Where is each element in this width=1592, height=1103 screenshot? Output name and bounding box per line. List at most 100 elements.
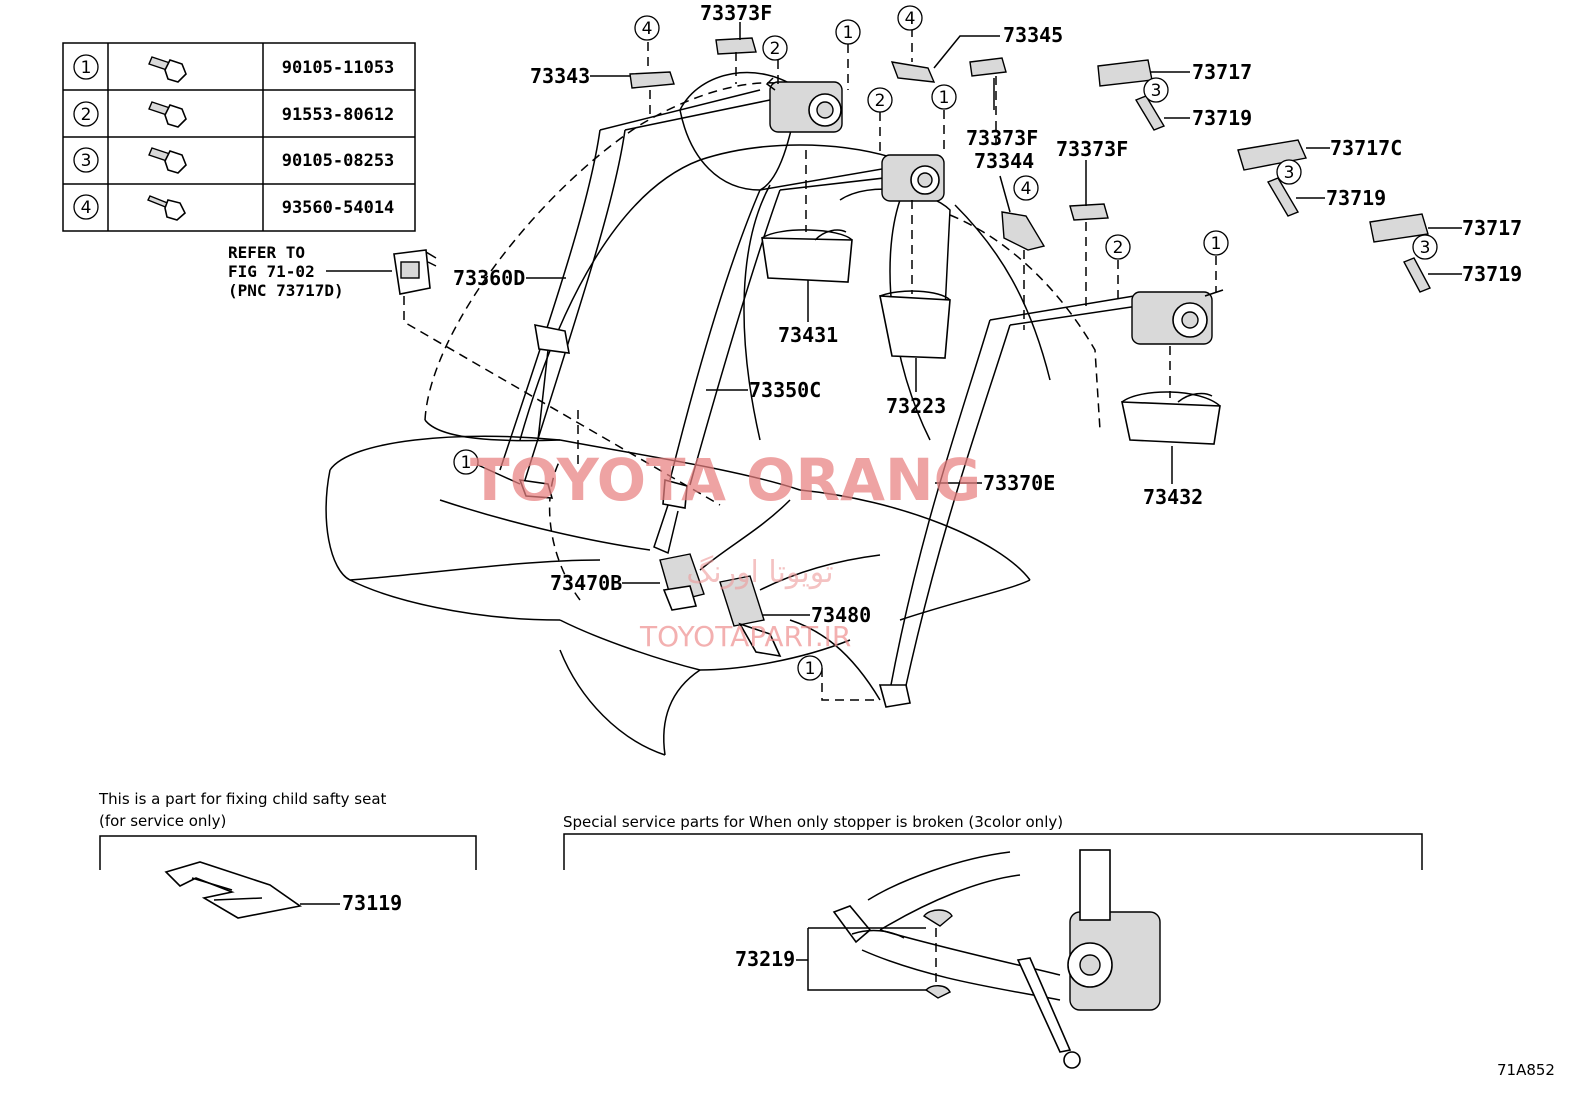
callout-1: 1: [931, 84, 957, 110]
label-73431: 73431: [778, 323, 838, 347]
callout-4: 4: [634, 15, 660, 41]
dashed-leaders: [577, 28, 1217, 701]
stopper-note: Special service parts for When only stop…: [563, 813, 1063, 831]
label-73717: 73717: [1192, 60, 1252, 84]
svg-text:3: 3: [1284, 163, 1295, 183]
cap-73719-b: [1266, 177, 1300, 217]
svg-text:1: 1: [939, 88, 950, 108]
row-key: 3: [81, 151, 92, 171]
watermark-main: TOYOTA ORANG: [470, 446, 981, 514]
watermark: TOYOTA ORANG تویوتا اورنگ TOYOTAPART.IR: [470, 446, 981, 653]
cover-73432: [1121, 391, 1221, 445]
buckle-73470B: [659, 553, 705, 611]
callout-4: 4: [1013, 175, 1039, 201]
watermark-arabic: تویوتا اورنگ: [686, 555, 833, 590]
child-seat-inset: This is a part for fixing child safty se…: [98, 790, 477, 919]
retractor-center: [881, 154, 945, 202]
cap-73344: [1001, 211, 1046, 251]
callout-markers: 4 2 1 4 2 1 3 4 3 2 1 3 1 1: [453, 5, 1438, 681]
retractor-right: [1131, 289, 1224, 345]
callout-2: 2: [867, 87, 893, 113]
label-73344: 73344: [974, 149, 1034, 173]
refer-note: REFER TO FIG 71-02 (PNC 73717D): [228, 243, 721, 506]
label-73360D: 73360D: [453, 266, 525, 290]
callout-3: 3: [1143, 77, 1169, 103]
label-73719: 73719: [1326, 186, 1386, 210]
child-seat-note-line1: This is a part for fixing child safty se…: [98, 790, 387, 808]
table-row: 3 90105-08253: [73, 147, 395, 174]
label-73717: 73717: [1462, 216, 1522, 240]
cap-73717C: [1237, 139, 1307, 171]
cap-73717-a: [1097, 59, 1153, 87]
callout-2: 2: [1105, 234, 1131, 260]
cover-73223: [879, 290, 951, 359]
cover-73431: [761, 229, 853, 283]
label-73719: 73719: [1462, 262, 1522, 286]
callout-1: 1: [835, 19, 861, 45]
screw-icon: [147, 195, 186, 221]
svg-text:4: 4: [905, 9, 916, 29]
cap-73343: [629, 71, 675, 89]
svg-text:1: 1: [1211, 234, 1222, 254]
label-73223: 73223: [886, 394, 946, 418]
label-73432: 73432: [1143, 485, 1203, 509]
cap-73719-a: [1134, 95, 1166, 131]
part-number: 90105-08253: [282, 151, 395, 171]
svg-text:4: 4: [642, 19, 653, 39]
part-number: 90105-11053: [282, 58, 395, 78]
svg-text:2: 2: [875, 91, 886, 111]
table-row: 1 90105-11053: [73, 54, 395, 83]
label-73343: 73343: [530, 64, 590, 88]
callout-3: 3: [1412, 234, 1438, 260]
label-73373F: 73373F: [700, 1, 772, 25]
callout-1: 1: [453, 449, 479, 475]
bolt-icon: [148, 101, 187, 128]
part-number: 91553-80612: [282, 105, 395, 125]
child-seat-note-line2: (for service only): [99, 812, 226, 830]
buckle-cover-icon: [393, 249, 437, 295]
label-73219: 73219: [735, 947, 795, 971]
label-73350C: 73350C: [749, 378, 821, 402]
svg-text:(PNC 73717D): (PNC 73717D): [228, 281, 344, 300]
svg-text:4: 4: [1021, 179, 1032, 199]
callout-2: 2: [762, 35, 788, 61]
label-73345: 73345: [1003, 23, 1063, 47]
svg-text:2: 2: [1113, 238, 1124, 258]
svg-text:1: 1: [461, 453, 472, 473]
anchor-plate-73119: [164, 861, 303, 919]
label-73373F: 73373F: [966, 126, 1038, 150]
bolt-icon: [148, 56, 187, 83]
part-number: 93560-54014: [282, 198, 395, 218]
cap-73345: [890, 61, 936, 83]
bolt-icon: [148, 147, 187, 174]
cap-73719-c: [1403, 257, 1431, 293]
label-73480: 73480: [811, 603, 871, 627]
row-key: 1: [81, 58, 92, 78]
label-73719: 73719: [1192, 106, 1252, 130]
figure-code: 71A852: [1497, 1061, 1555, 1079]
svg-text:3: 3: [1420, 238, 1431, 258]
cap-73373F-a: [715, 37, 757, 55]
retractor-left: [765, 77, 843, 133]
table-row: 4 93560-54014: [73, 194, 395, 221]
part-labels: 73343 73373F 73345 73373F 73344 73373F 7…: [453, 1, 1522, 627]
stopper-inset: Special service parts for When only stop…: [563, 813, 1423, 1069]
label-73370E: 73370E: [983, 471, 1055, 495]
svg-text:REFER TO: REFER TO: [228, 243, 305, 262]
callout-1: 1: [1203, 230, 1229, 256]
label-73373F: 73373F: [1056, 137, 1128, 161]
label-73717C: 73717C: [1330, 136, 1402, 160]
fastener-table: 1 90105-11053 2 91553-80612 3 90105-0825: [62, 42, 416, 232]
svg-text:FIG 71-02: FIG 71-02: [228, 262, 315, 281]
cap-73373F-b: [969, 57, 1007, 77]
svg-text:2: 2: [770, 39, 781, 59]
cap-73373F-c: [1069, 203, 1109, 221]
svg-text:1: 1: [843, 23, 854, 43]
callout-1: 1: [797, 655, 823, 681]
row-key: 4: [81, 198, 92, 218]
svg-text:1: 1: [805, 659, 816, 679]
cap-73717-b: [1369, 213, 1429, 243]
callout-4: 4: [897, 5, 923, 31]
